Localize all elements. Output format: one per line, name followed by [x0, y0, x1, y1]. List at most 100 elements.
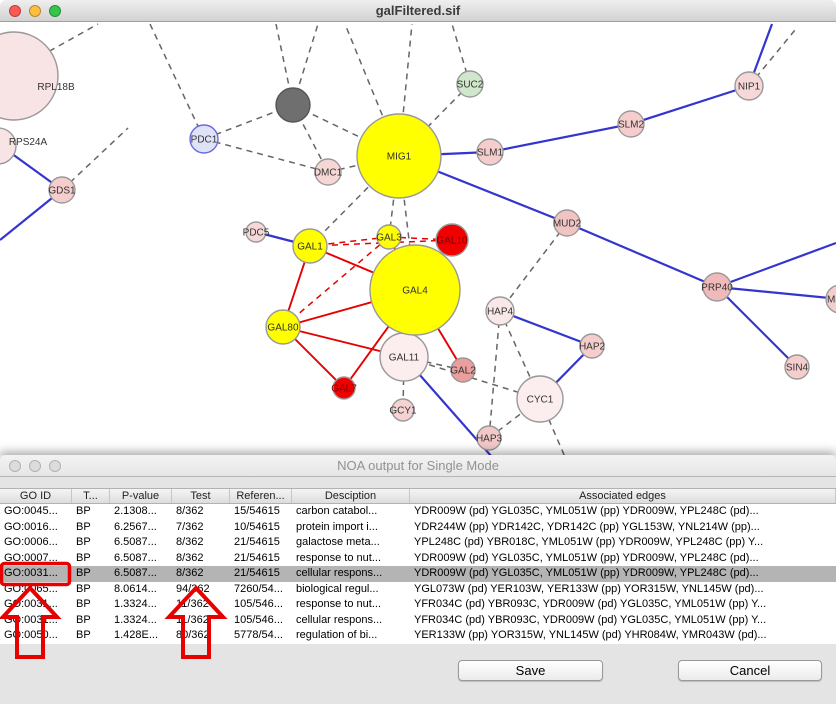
node-GAL3[interactable]	[376, 224, 402, 250]
table-cell: response to nut...	[296, 598, 381, 610]
node-GAL4[interactable]	[369, 244, 461, 336]
node-RPL18B[interactable]	[0, 31, 59, 121]
network-edge-blue[interactable]	[499, 309, 593, 348]
minimize-button[interactable]	[29, 460, 41, 472]
node-label-GDS1: GDS1	[48, 186, 76, 197]
node-HAP4[interactable]	[485, 296, 515, 326]
network-edge-blue[interactable]	[566, 221, 718, 289]
column-header[interactable]: GO ID	[0, 489, 72, 503]
table-cell: GO:0006...	[4, 536, 58, 548]
node-SLM2[interactable]	[617, 110, 645, 138]
node-PDC1[interactable]	[189, 124, 219, 154]
column-header[interactable]: T...	[72, 489, 110, 503]
column-header[interactable]: Referen...	[230, 489, 292, 503]
table-cell: protein import i...	[296, 520, 378, 533]
node-RPS24A[interactable]	[0, 127, 17, 165]
node-label-MSL1: MSL1	[827, 295, 836, 306]
node-label-SLM2: SLM2	[618, 120, 645, 131]
node-SIN4[interactable]	[784, 354, 810, 380]
node-MIG1[interactable]	[356, 113, 442, 199]
table-cell: 7/362	[176, 520, 204, 533]
table-cell: 11/362	[176, 613, 209, 626]
node-MUD2[interactable]	[553, 209, 581, 237]
network-edge-dash[interactable]	[203, 138, 329, 173]
network-edge-dash[interactable]	[61, 127, 129, 191]
table-cell: GO:0031...	[4, 598, 58, 610]
column-header[interactable]: Associated edges	[410, 489, 836, 503]
node-GAL7[interactable]	[332, 376, 356, 400]
node-NIP1[interactable]	[734, 71, 764, 101]
network-edge-dash[interactable]	[149, 23, 205, 140]
node-label-DMC1: DMC1	[314, 168, 343, 179]
network-edge-blue[interactable]	[489, 122, 632, 154]
cancel-button[interactable]: Cancel	[678, 660, 822, 681]
node-MSL1[interactable]	[825, 284, 836, 314]
node-GAL80[interactable]	[265, 309, 301, 345]
network-edge-blue[interactable]	[716, 285, 836, 300]
node-GAL1[interactable]	[292, 228, 328, 264]
table-cell: biological regul...	[296, 582, 379, 595]
node-SUC2[interactable]	[456, 70, 484, 98]
network-edge-dash[interactable]	[292, 104, 400, 157]
node-HAP3[interactable]	[476, 425, 502, 451]
table-cell: 6.2567...	[114, 520, 157, 533]
node-GAL10[interactable]	[435, 223, 469, 257]
node-PDC5[interactable]	[245, 221, 267, 243]
table-cell: BP	[76, 551, 91, 564]
node-GDS1[interactable]	[48, 176, 76, 204]
network-edge-blue[interactable]	[716, 241, 836, 289]
table-cell: 5778/54...	[234, 629, 283, 641]
network-canvas[interactable]: RPL18BRPS24AGDS1PDC1DMC1MIG1SUC2SLM1SLM2…	[0, 22, 836, 455]
node-DMC1[interactable]	[314, 158, 342, 186]
network-edge-reddash[interactable]	[282, 236, 390, 328]
node-SLM1[interactable]	[476, 138, 504, 166]
close-button[interactable]	[9, 460, 21, 472]
network-window-title: galFiltered.sif	[375, 3, 461, 18]
table-cell: BP	[76, 629, 91, 641]
node-CYC1[interactable]	[516, 375, 564, 423]
table-cell: GO:0031...	[4, 613, 58, 626]
zoom-button[interactable]	[49, 5, 61, 17]
network-window-titlebar[interactable]: galFiltered.sif	[0, 0, 836, 22]
table-cell: 8/362	[176, 505, 204, 517]
network-edge-dash[interactable]	[398, 83, 471, 157]
close-button[interactable]	[9, 5, 21, 17]
zoom-button[interactable]	[49, 460, 61, 472]
table-cell: 1.3324...	[114, 613, 157, 626]
network-edge-dash[interactable]	[488, 310, 501, 439]
save-button[interactable]: Save	[458, 660, 603, 681]
node-unlabeled-gray[interactable]	[275, 87, 311, 123]
table-cell: 80/362	[176, 629, 210, 641]
minimize-button[interactable]	[29, 5, 41, 17]
column-header[interactable]: P-value	[110, 489, 172, 503]
node-GCY1[interactable]	[391, 398, 415, 422]
table-cell: 105/546...	[234, 613, 283, 626]
table-cell: GO:0016...	[4, 520, 58, 533]
table-cell: 6.5087...	[114, 567, 157, 579]
traffic-lights	[9, 5, 61, 17]
network-edge-blue[interactable]	[716, 286, 798, 368]
node-GAL2[interactable]	[450, 357, 476, 383]
node-PRP40[interactable]	[702, 272, 732, 302]
column-header[interactable]: Test	[172, 489, 230, 503]
table-cell: BP	[76, 613, 91, 626]
node-label-GAL1: GAL1	[297, 242, 323, 253]
column-header[interactable]: Desciption	[292, 489, 410, 503]
node-label-GAL80: GAL80	[267, 323, 299, 334]
node-HAP2[interactable]	[579, 333, 605, 359]
network-edge-dash[interactable]	[499, 222, 568, 312]
node-label-GAL7: GAL7	[331, 384, 357, 395]
noa-window-titlebar[interactable]: NOA output for Single Mode	[0, 455, 836, 477]
node-label-GAL11: GAL11	[389, 353, 420, 364]
network-edge-blue[interactable]	[630, 84, 750, 126]
